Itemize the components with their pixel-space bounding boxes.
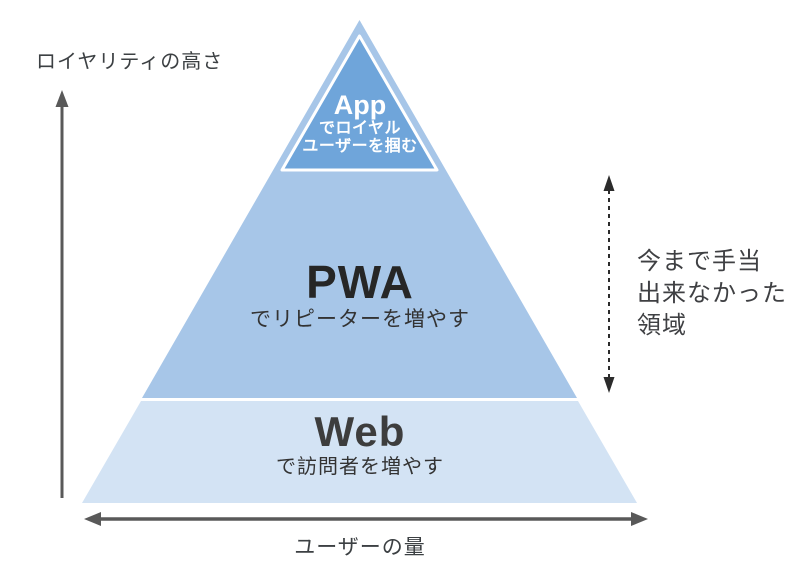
pyramid-app-tier-shape <box>280 34 439 172</box>
web-tier-text: Web で訪問者を増やす <box>210 409 510 480</box>
x-axis-arrow-head-right <box>631 512 648 526</box>
annotation-note-line1: 今まで手当 <box>637 248 762 275</box>
annotation-note: 今まで手当 出来なかった 領域 <box>637 246 787 342</box>
pwa-tier-sub: でリピーターを増やす <box>250 308 470 331</box>
pyramid-middle-tier-shape <box>142 20 577 398</box>
x-axis-label: ユーザーの量 <box>294 536 426 559</box>
app-tier-sub-line1: でロイヤル <box>318 120 402 137</box>
y-axis-arrow <box>55 90 69 498</box>
x-axis-arrow <box>84 512 648 526</box>
pwa-tier-title: PWA <box>306 256 414 308</box>
pwa-tier-text: PWA でリピーターを増やす <box>210 258 510 333</box>
x-axis-arrow-head-left <box>84 512 101 526</box>
web-tier-sub: で訪問者を増やす <box>276 456 444 478</box>
annotation-range-arrow <box>603 175 615 393</box>
annotation-note-line3: 領域 <box>637 312 687 339</box>
annotation-note-line2: 出来なかった <box>637 280 787 307</box>
app-tier-text: App でロイヤル ユーザーを掴む <box>260 91 460 156</box>
annotation-range-arrow-head-bottom <box>603 377 615 393</box>
y-axis-arrow-head <box>55 90 69 107</box>
pyramid-bottom-tier-shape <box>82 401 637 503</box>
y-axis-label: ロイヤリティの高さ <box>36 51 224 73</box>
annotation-range-arrow-head-top <box>603 175 615 191</box>
app-tier-title: App <box>333 90 387 120</box>
app-tier-sub-line2: ユーザーを掴む <box>302 138 418 155</box>
web-tier-title: Web <box>314 408 406 455</box>
